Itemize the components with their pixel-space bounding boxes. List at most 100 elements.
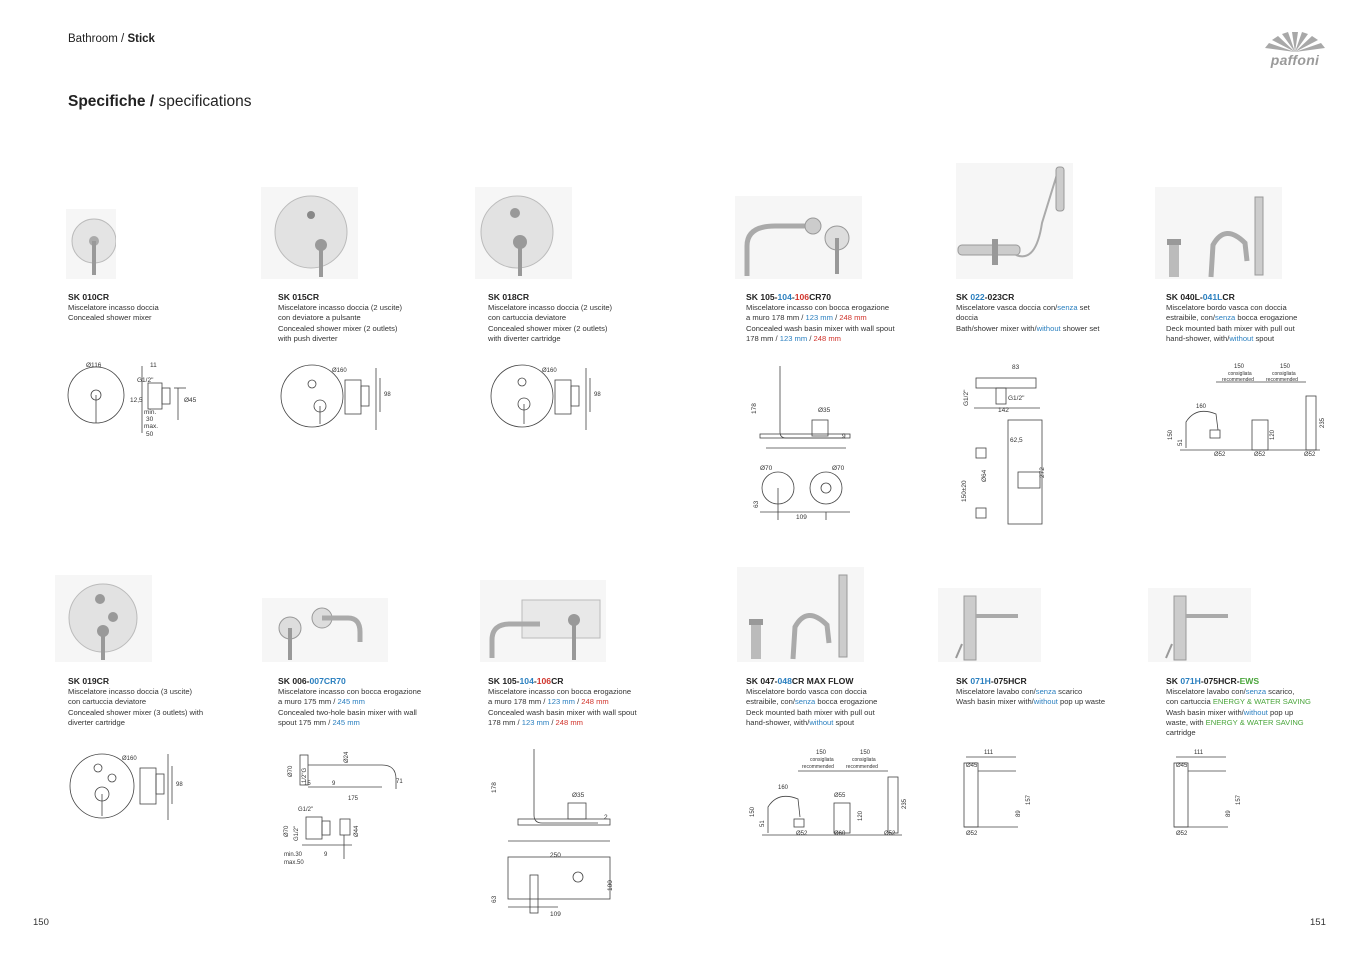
dimension-label: Ø52 (966, 831, 978, 837)
dimension-label: G1/2" (137, 377, 154, 384)
product-image (938, 588, 1041, 662)
description-text: ENERGY & WATER SAVING (1212, 697, 1311, 707)
dimension-label: Ø70 (288, 765, 294, 777)
dimension-label: Ø52 (884, 831, 896, 837)
description-text: cartridge (1166, 728, 1196, 738)
description-text: SK 105- (746, 292, 778, 302)
dimension-label: 98 (176, 782, 183, 788)
description-text: 106 (794, 292, 810, 302)
description-text: estraibile, con/senza bocca erogazione (1166, 313, 1356, 323)
dimension-label: recommended (802, 764, 834, 770)
breadcrumb: Bathroom / Stick (68, 33, 155, 45)
dimension-label: 1/2"G (302, 768, 308, 783)
description-text: 106 (536, 676, 552, 686)
dimension-label: 89 (1226, 810, 1232, 817)
product-image (737, 567, 864, 662)
dimension-label: recommended (1266, 377, 1298, 383)
dimension-label: 71 (396, 779, 403, 785)
description-text: a muro 178 mm / 123 mm / 248 mm (746, 313, 946, 323)
description-text: Miscelatore vasca doccia con/senza set (956, 303, 1156, 313)
description-text: senza (1245, 687, 1267, 696)
dimension-label: 150 (1168, 429, 1174, 440)
dimension-label: 83 (1012, 364, 1020, 371)
description-text: Miscelatore lavabo con/ (956, 687, 1036, 696)
dimension-label: consigliata (810, 757, 834, 763)
description-text: con cartuccia (1166, 697, 1213, 707)
description-text: CR MAX FLOW (791, 676, 854, 686)
dimension-label: Ø160 (332, 368, 347, 374)
description-text: - (533, 676, 537, 686)
product-code: SK 071H-075HCR (956, 676, 1027, 686)
description-text: a muro 178 mm / 123 mm / 248 mm (488, 697, 688, 707)
description-text: 248 mm (555, 717, 583, 727)
page-number-left: 150 (33, 917, 49, 928)
wall-spout-photo (744, 217, 850, 276)
dimension-label: Ø52 (796, 831, 808, 837)
description-text: CR (1222, 292, 1235, 302)
product-code: SK 105-104-106CR70 (746, 292, 831, 302)
description-text: diverter cartridge (68, 717, 125, 727)
dimension-label: Ø52 (1214, 452, 1226, 458)
dimension-label: 111 (984, 750, 994, 756)
product-code: SK 040L-041LCR (1166, 292, 1235, 302)
dimension-label: 89 (1016, 810, 1022, 817)
description-text: a muro 175 mm / (278, 697, 338, 707)
page-title: Specifiche / specifications (68, 93, 252, 111)
product-image (1148, 588, 1251, 662)
bath-mixer-photo (749, 574, 848, 660)
dimension-label: 235 (902, 798, 908, 809)
description-text: bocca erogazione (1235, 313, 1298, 323)
product-image (66, 209, 117, 279)
product-code: SK 006-007CR70 (278, 676, 346, 686)
dimension-label: G1/2" (1008, 395, 1025, 402)
product-code: SK 015CR (278, 292, 320, 302)
description-text: con cartuccia deviatore (488, 313, 567, 323)
description-text: hand-shower, with/without spout (1166, 334, 1356, 344)
description-text: Concealed shower mixer (68, 313, 152, 323)
description-text: con cartuccia ENERGY & WATER SAVING (1166, 697, 1356, 707)
dimension-label: 235 (1320, 417, 1326, 428)
description-text: Concealed wash basin mixer with wall spo… (488, 707, 637, 717)
technical-drawing: 150consigliatarecommended150consigliatar… (1168, 364, 1326, 458)
description-text: CR (551, 676, 564, 686)
description-text: 123 mm (779, 333, 808, 343)
description-text: estraibile, con/senza bocca erogazione (746, 697, 946, 707)
title-english: specifications (158, 93, 252, 110)
dimension-label: Ø35 (818, 407, 831, 414)
description-text: 245 mm (337, 697, 365, 707)
bath-mixer-photo (1167, 196, 1264, 278)
description-text: waste, with ENERGY & WATER SAVING (1166, 718, 1356, 728)
shower-mixer-photo (71, 218, 117, 275)
dimension-label: 11 (150, 362, 157, 369)
description-text: senza (1057, 303, 1078, 312)
description-text: ENERGY & WATER SAVING (1205, 717, 1304, 727)
basin-mixer-photo (955, 595, 1018, 661)
description-text: 123 mm (805, 313, 833, 323)
description-text: with push diverter (278, 333, 338, 343)
dimension-label: Ø52 (1254, 452, 1266, 458)
dimension-label: Ø45 (184, 397, 197, 404)
description-text: Miscelatore bordo vasca con doccia (746, 687, 867, 696)
fan-logo-icon (1265, 32, 1325, 52)
product-code: SK 105-104-106CR (488, 676, 564, 686)
dimension-label: Ø52 (1304, 452, 1316, 458)
dimension-label: recommended (846, 764, 878, 770)
product-description: Miscelatore lavabo con/senza scarico Was… (956, 687, 1156, 708)
dimension-label: 9 (842, 433, 846, 440)
description-text: Miscelatore incasso con bocca erogazione (278, 687, 422, 696)
description-text: Miscelatore bordo vasca con doccia (1166, 303, 1287, 312)
dimension-label: Ø70 (832, 465, 845, 472)
product-description: Miscelatore bordo vasca con doccia estra… (1166, 303, 1356, 344)
description-text: 071H (970, 676, 991, 686)
brand-logo: paffoni (1262, 30, 1328, 72)
technical-drawing: 150consigliatarecommended150consigliatar… (750, 750, 908, 837)
description-text: con deviatore a pulsante (278, 313, 361, 323)
description-text: spout (1253, 333, 1275, 343)
dimension-label: Ø52 (1176, 831, 1188, 837)
description-text: 123 mm (521, 717, 550, 727)
